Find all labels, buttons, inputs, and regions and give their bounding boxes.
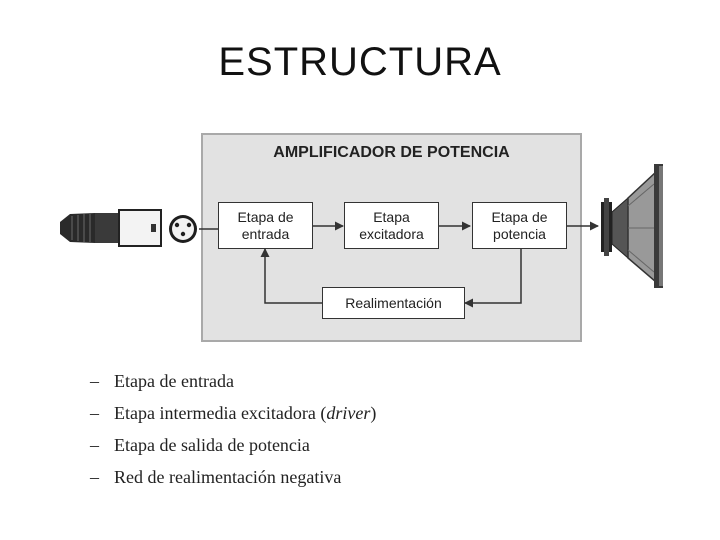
bullet-text-pre: Etapa intermedia excitadora ( bbox=[114, 403, 327, 423]
block-output-line2: potencia bbox=[493, 225, 546, 242]
xlr-socket-icon bbox=[169, 215, 197, 243]
list-item: – Etapa de entrada bbox=[90, 368, 376, 400]
block-input-line1: Etapa de bbox=[237, 208, 294, 225]
block-output-line1: Etapa de bbox=[491, 208, 548, 225]
list-item: – Red de realimentación negativa bbox=[90, 464, 376, 496]
bullet-text: Etapa de salida de potencia bbox=[114, 435, 310, 455]
block-input-line2: entrada bbox=[241, 225, 290, 242]
slide-title: ESTRUCTURA bbox=[218, 40, 502, 84]
bullet-dash: – bbox=[90, 467, 99, 487]
bullet-dash: – bbox=[90, 435, 99, 455]
block-output-stage: Etapa de potencia bbox=[472, 202, 567, 249]
bullet-dash: – bbox=[90, 403, 99, 423]
xlr-plug-icon bbox=[60, 209, 162, 247]
block-driver-line1: Etapa bbox=[373, 208, 410, 225]
panel-title: AMPLIFICADOR DE POTENCIA bbox=[273, 144, 510, 161]
block-driver-line2: excitadora bbox=[359, 225, 424, 242]
speaker-icon bbox=[601, 164, 663, 288]
arrow-feedback-to-input bbox=[260, 248, 322, 304]
bullet-text: Etapa intermedia excitadora (driver) bbox=[114, 400, 376, 432]
block-input-stage: Etapa de entrada bbox=[218, 202, 313, 249]
bullet-list: – Etapa de entrada – Etapa intermedia ex… bbox=[90, 368, 376, 496]
list-item: – Etapa de salida de potencia bbox=[90, 432, 376, 464]
bullet-dash: – bbox=[90, 371, 99, 391]
bullet-text-post: ) bbox=[370, 403, 377, 423]
arrow-output-to-feedback bbox=[464, 249, 522, 308]
block-driver-stage: Etapa excitadora bbox=[344, 202, 439, 249]
bullet-text: Etapa de entrada bbox=[114, 371, 234, 391]
list-item: – Etapa intermedia excitadora (driver) bbox=[90, 400, 376, 432]
block-feedback: Realimentación bbox=[322, 287, 465, 319]
bullet-text-italic: driver bbox=[326, 403, 371, 423]
bullet-text: Red de realimentación negativa bbox=[114, 467, 342, 487]
block-feedback-label: Realimentación bbox=[345, 294, 442, 311]
